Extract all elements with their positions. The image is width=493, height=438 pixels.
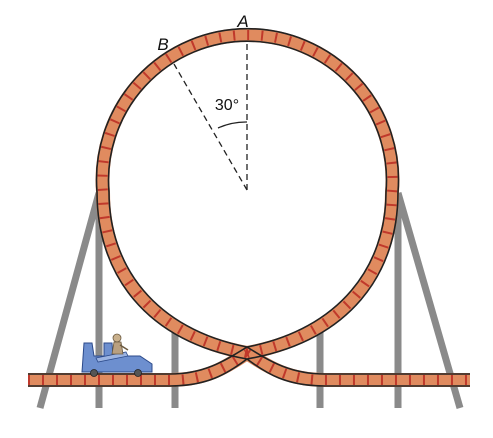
roller-coaster-car-icon (81, 333, 153, 377)
support-leg-left-outer (36, 192, 103, 409)
ties-loop (97, 29, 398, 358)
radius-line-to-b (173, 63, 248, 191)
angle-construction (173, 44, 248, 191)
track-ties (28, 29, 470, 385)
car-wheel-rear (90, 369, 98, 377)
support-leg-right-outer (394, 192, 464, 409)
ties-entry (28, 348, 250, 385)
point-a-label: A (236, 12, 248, 31)
rail-loop-inner (107, 40, 388, 348)
rail-entry-upper (28, 346, 248, 375)
rail-entry-lower (28, 358, 248, 387)
angle-label: 30° (215, 97, 239, 114)
track-exit-curve (243, 347, 470, 387)
rail-exit-upper (246, 346, 470, 375)
support-structure (36, 192, 464, 409)
ties-exit (244, 348, 470, 385)
point-b-label: B (157, 35, 168, 54)
rail-loop-outer (95, 28, 400, 360)
angle-arc (217, 121, 248, 129)
rail-exit-lower (246, 358, 470, 387)
rider-icon (111, 333, 129, 355)
car-wheel-front (134, 369, 142, 377)
track-rails (28, 28, 470, 387)
